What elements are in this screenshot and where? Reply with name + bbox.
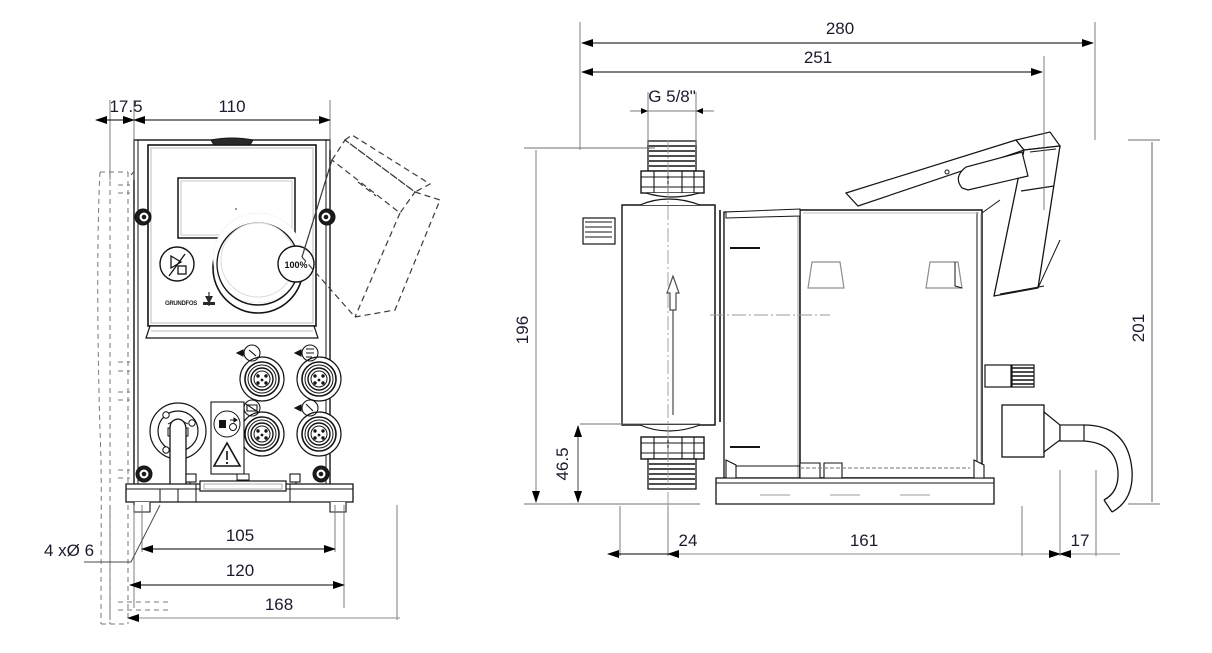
dim-201-text: 201 (1129, 314, 1148, 342)
front-view-dimensions: 17.5 110 105 (44, 97, 400, 622)
tilted-knob-profile (957, 151, 1029, 191)
dim-196-text: 196 (513, 316, 532, 344)
enclosure-body (725, 208, 983, 479)
dim-110-text: 110 (218, 97, 245, 116)
dim-280: 280 (581, 19, 1094, 47)
enclosure-pad-left (807, 261, 845, 289)
dim-110: 110 (133, 97, 331, 124)
start-stop-button[interactable] (159, 246, 195, 282)
dim-17-text: 17 (1071, 531, 1090, 550)
dim-251-text: 251 (804, 48, 832, 67)
dim-46-5: 46.5 (553, 425, 582, 503)
dim-280-text: 280 (826, 19, 854, 38)
dim-thread-size-text: G 5/8" (648, 87, 696, 106)
dim-105-text: 105 (226, 526, 254, 545)
dim-120-text: 120 (226, 561, 254, 580)
thread-bottom (649, 463, 695, 485)
cable-gland (149, 402, 207, 501)
connector-top-left-icon (235, 344, 261, 362)
side-view: 280 251 G 5/8" (513, 19, 1160, 558)
front-view-feet (133, 502, 347, 513)
front-view-hidden-outline (97, 171, 172, 625)
front-view: 100% GRUNDFOS (44, 97, 441, 625)
side-view-dimensions: 280 251 G 5/8" (513, 19, 1160, 558)
dim-17-5-text: 17.5 (109, 97, 142, 116)
vent-valve (582, 217, 616, 245)
motor-housing (723, 211, 801, 479)
tilted-control-panel[interactable] (844, 131, 1062, 297)
connector-bottom-right-icon (293, 399, 319, 417)
panel-grip[interactable] (210, 137, 254, 146)
dim-161: 161 (667, 531, 1061, 558)
grundfos-logo: GRUNDFOS (165, 292, 215, 307)
dim-46-5-text: 46.5 (553, 447, 572, 480)
hundred-percent-button[interactable]: 100% (277, 245, 315, 283)
panel-hinge-bosses (134, 208, 336, 226)
dim-168: 168 (127, 595, 400, 622)
setting-knob[interactable] (212, 203, 304, 319)
side-view-centrelines (667, 140, 830, 506)
power-cable (1083, 424, 1133, 513)
dim-105: 105 (141, 526, 336, 553)
dim-201: 201 (1129, 142, 1153, 502)
connector-top-left[interactable] (239, 356, 285, 402)
connector-top-right[interactable] (296, 356, 342, 402)
dim-168-text: 168 (265, 595, 293, 614)
connector-bottom-right[interactable] (296, 411, 342, 457)
brand-name: GRUNDFOS (165, 301, 197, 307)
power-cable-gland (1001, 404, 1045, 458)
front-view-baseplate-details (126, 473, 353, 502)
dim-24: 24 (607, 531, 698, 558)
dim-17-5: 17.5 (95, 97, 143, 124)
dim-thread-size: G 5/8" (630, 87, 714, 114)
connector-panel (235, 344, 342, 457)
dim-120: 120 (129, 561, 345, 589)
side-thread (1012, 367, 1034, 385)
connector-top-right-icon (293, 344, 319, 362)
dim-161-text: 161 (850, 531, 878, 550)
outlet-connection-bottom (640, 436, 705, 490)
hole-callout-text: 4 xØ 6 (44, 541, 94, 560)
dim-24-text: 24 (679, 531, 698, 550)
enclosure-pad-right (925, 261, 963, 289)
side-connector-cable (984, 364, 1133, 513)
panel-bottom-lip (145, 325, 319, 339)
dim-251: 251 (581, 48, 1043, 76)
side-view-baseplate (715, 459, 995, 505)
dosing-head (582, 198, 725, 432)
mounting-bosses (135, 465, 330, 483)
thread-top (649, 145, 695, 167)
dim-196: 196 (513, 150, 540, 503)
dim-17: 17 (1059, 531, 1120, 558)
inlet-connection-top (640, 140, 705, 198)
flow-direction-arrow (666, 274, 680, 415)
hundred-percent-label: 100% (284, 260, 307, 270)
warning-label (210, 401, 245, 475)
tilted-panel-phantom (301, 134, 441, 318)
connector-bottom-left[interactable] (239, 411, 285, 457)
hole-callout: 4 xØ 6 (44, 504, 161, 563)
